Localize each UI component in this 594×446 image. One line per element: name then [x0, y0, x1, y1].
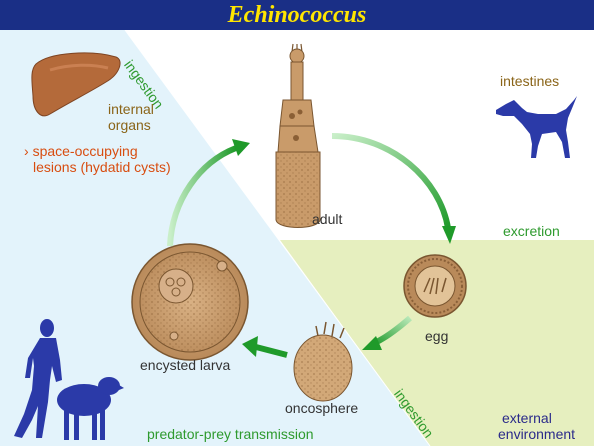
encysted-larva-icon — [132, 244, 248, 360]
adult-label: adult — [312, 211, 342, 227]
dog-icon — [496, 96, 577, 158]
arrow-adult-to-egg — [332, 136, 456, 244]
excretion-label: excretion — [503, 223, 560, 239]
egg-icon — [404, 255, 466, 317]
lesions-label-line2: lesions (hydatid cysts) — [33, 159, 171, 175]
intestines-label: intestines — [500, 73, 559, 89]
predator-prey-label: predator-prey transmission — [147, 426, 314, 442]
internal-organs-label-line2: organs — [108, 117, 151, 133]
title-bar: Echinococcus — [0, 0, 594, 30]
lesions-label-line1: › space-occupying — [24, 143, 138, 159]
egg-label: egg — [425, 328, 448, 344]
lesions-label-text: space-occupying — [33, 143, 138, 159]
oncosphere-label: oncosphere — [285, 400, 358, 416]
slide-title: Echinococcus — [0, 2, 594, 28]
encysted-larva-label: encysted larva — [140, 357, 230, 373]
adult-tapeworm-icon — [276, 44, 320, 228]
external-environment-label-line2: environment — [498, 426, 575, 442]
internal-organs-label-line1: internal — [108, 101, 154, 117]
external-environment-label-line1: external — [502, 410, 552, 426]
